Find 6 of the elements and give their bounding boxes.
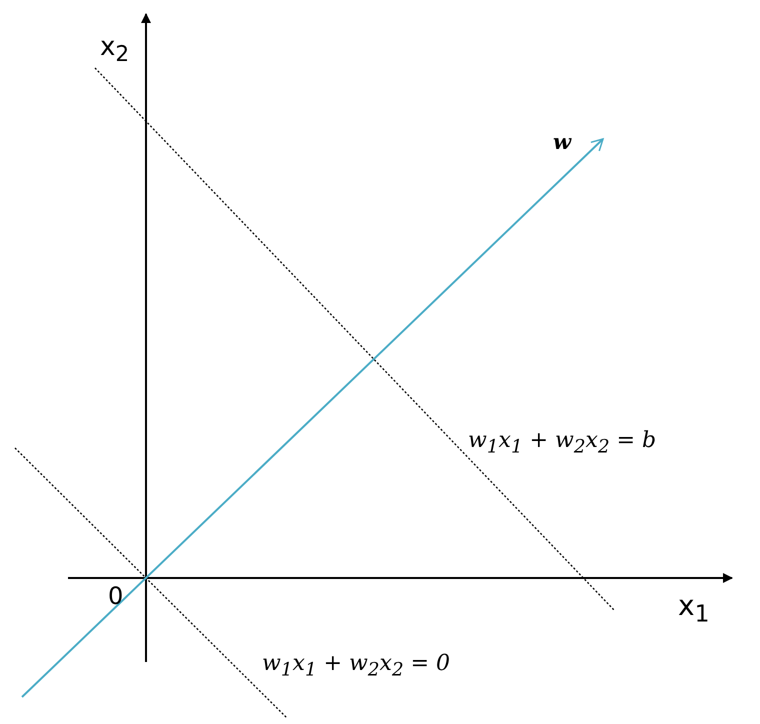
equation-label: w$_{1}$x$_{1}$ + w$_{2}$x$_{2}$ = b: [468, 430, 656, 457]
origin-label: 0: [108, 584, 124, 608]
axis-label: x$_{2}$: [100, 34, 130, 66]
axis-label: x$_{1}$: [678, 592, 710, 626]
equation-label: w$_{1}$x$_{1}$ + w$_{2}$x$_{2}$ = 0: [262, 653, 450, 680]
vector-label: w: [553, 131, 572, 152]
